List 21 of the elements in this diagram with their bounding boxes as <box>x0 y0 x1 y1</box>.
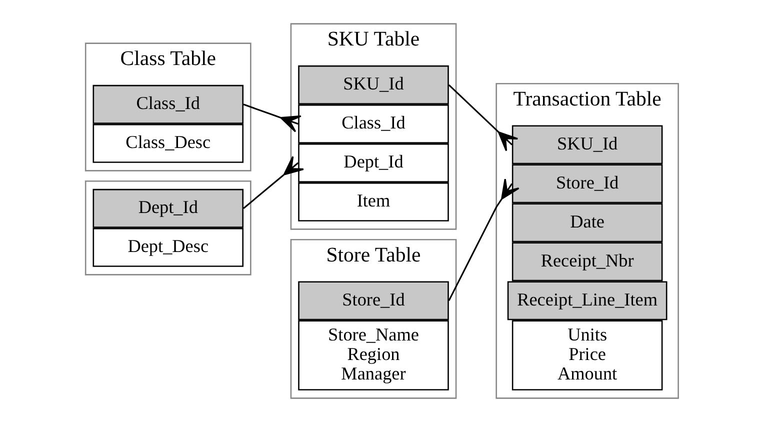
node-box: Class_Id <box>92 84 244 124</box>
node-box: Dept_Id <box>298 143 448 182</box>
node-box: Dept_Id <box>92 188 244 228</box>
node-box: Date <box>511 203 662 242</box>
node-box: Store_Id <box>511 164 662 204</box>
connector <box>242 104 302 132</box>
node-box: Store_Name Region Manager <box>298 320 448 390</box>
node-box: Units Price Amount <box>511 320 662 390</box>
cluster <box>84 180 251 276</box>
node-box: Dept_Desc <box>92 228 244 267</box>
node-box: Item <box>298 182 448 222</box>
connector <box>448 84 518 152</box>
node-box: Receipt_Line_Item <box>506 281 667 320</box>
node-box: Store_Id <box>298 281 448 320</box>
node-box: SKU_Id <box>298 65 448 104</box>
node-box: SKU_Id <box>511 125 662 164</box>
node-box: Receipt_Nbr <box>511 242 662 282</box>
node-box: Class_Id <box>298 104 448 144</box>
node-box: Class_Desc <box>92 124 244 163</box>
connector <box>448 178 520 302</box>
connector <box>242 156 304 209</box>
